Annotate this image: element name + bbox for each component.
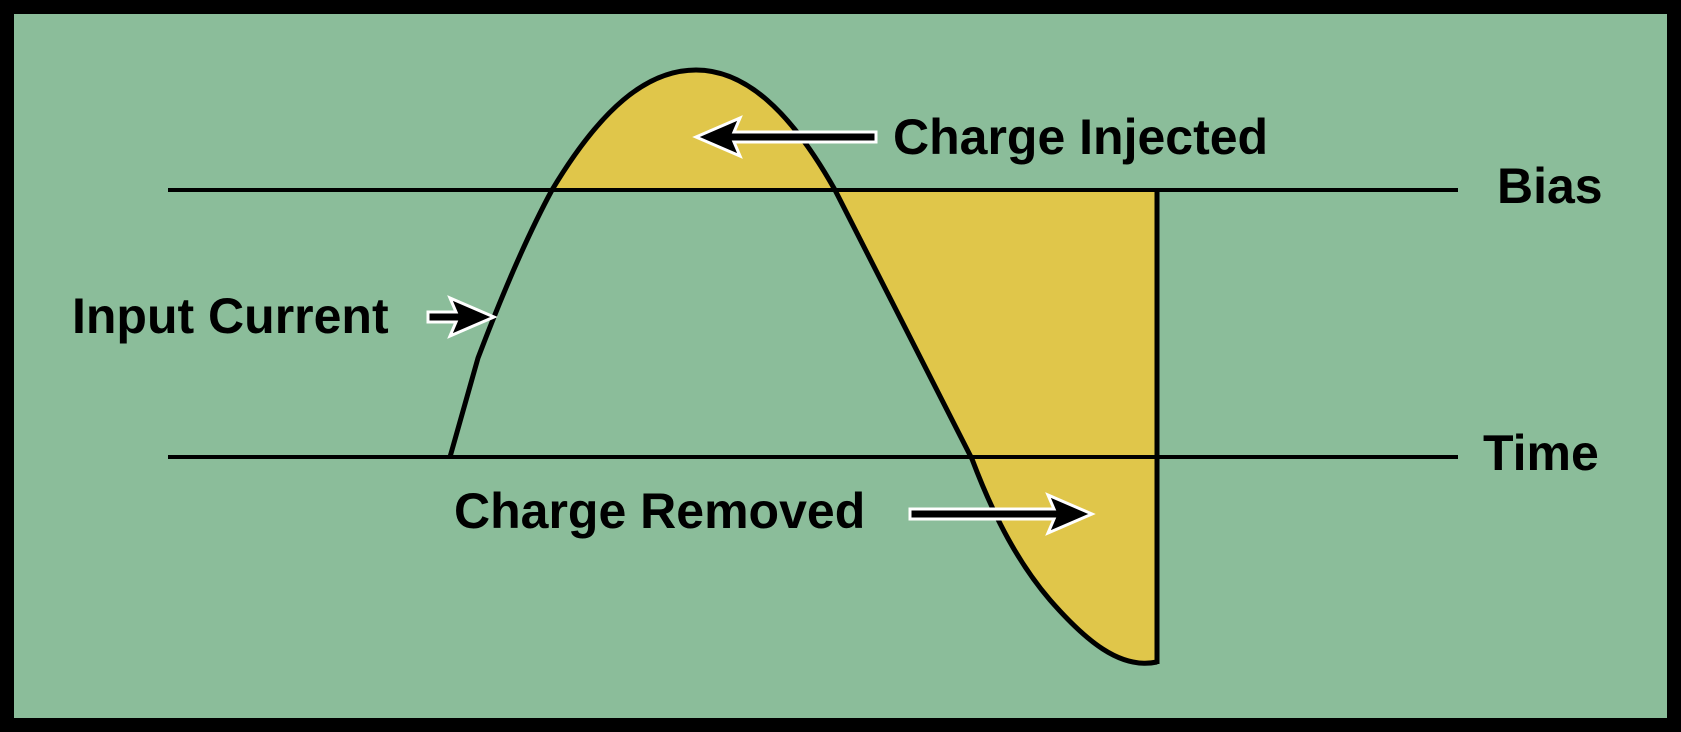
- bias-label: Bias: [1497, 158, 1603, 214]
- charge-removed-region: [835, 190, 1157, 664]
- charge-injected-label: Charge Injected: [893, 109, 1268, 165]
- charge-injected-arrow-icon: [692, 115, 878, 159]
- time-label: Time: [1483, 425, 1599, 481]
- input-current-curve: [447, 67, 1158, 666]
- charge-removed-label: Charge Removed: [454, 483, 865, 539]
- input-current-label: Input Current: [72, 288, 389, 344]
- input-current-arrow-icon: [426, 295, 498, 339]
- charge-removed-arrow-icon: [908, 492, 1096, 536]
